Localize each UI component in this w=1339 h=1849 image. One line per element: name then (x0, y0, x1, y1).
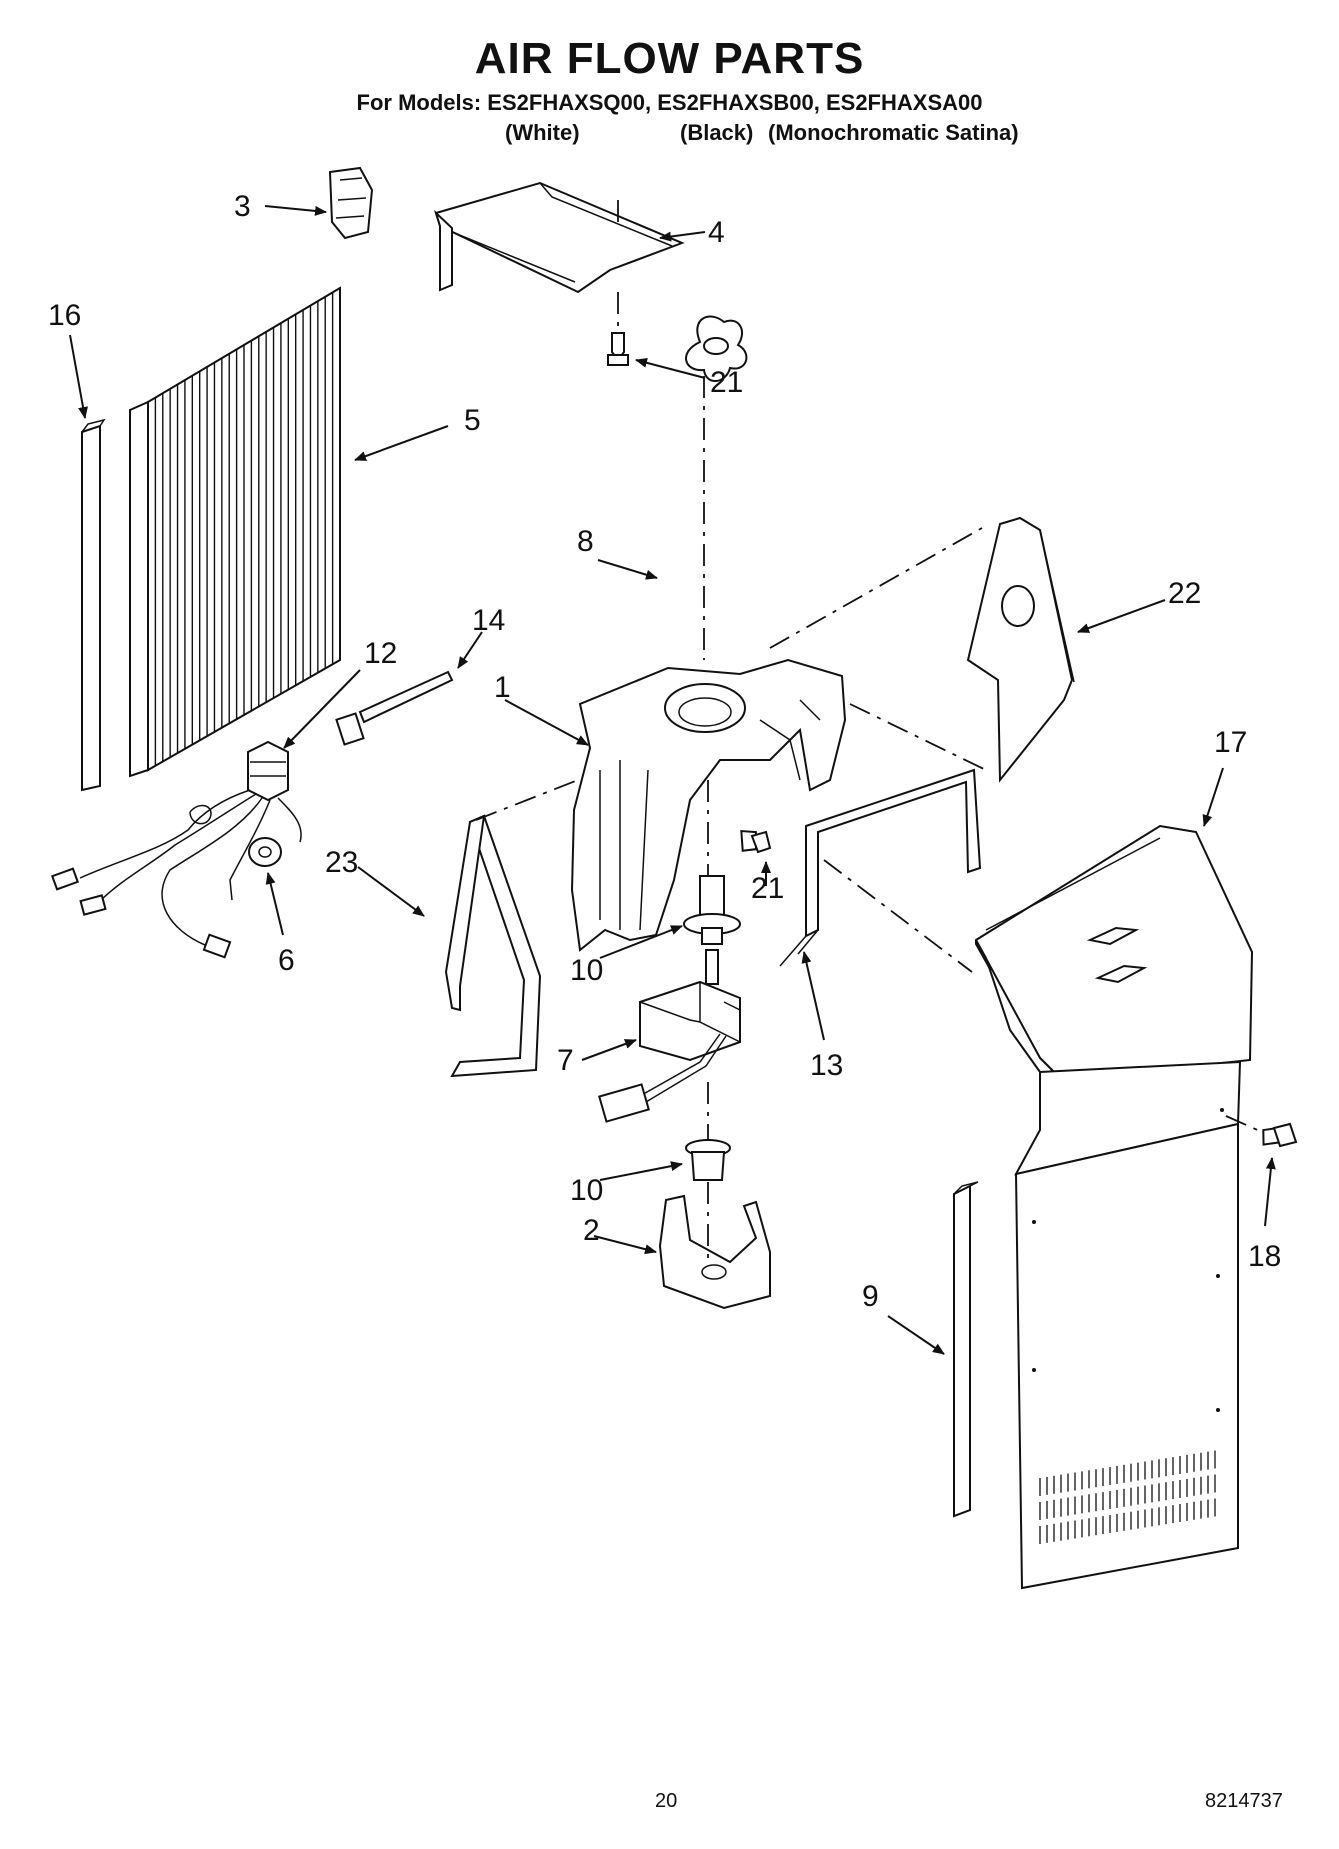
callout-2: 2 (583, 1214, 600, 1247)
part-9-strip (887, 1181, 979, 1518)
callout-16: 16 (48, 299, 81, 332)
callout-14: 14 (472, 604, 505, 637)
variant-white: (White) (505, 120, 580, 145)
callout-1: 1 (494, 671, 511, 704)
callout-12: 12 (364, 637, 397, 670)
part-4-tray (433, 181, 706, 294)
callout-3: 3 (234, 190, 251, 223)
part-13-bracket (779, 768, 982, 1041)
callout-8: 8 (577, 525, 594, 558)
part-12-wire-harness (50, 669, 361, 959)
page-title: AIR FLOW PARTS (474, 34, 865, 83)
page-number: 20 (655, 1790, 678, 1812)
callout-6: 6 (278, 944, 295, 977)
part-14-cable-tie (335, 631, 483, 746)
part-8-fan-blade (597, 315, 748, 580)
variant-black: (Black) (680, 120, 754, 145)
part-10-bushing-lower (599, 1139, 731, 1181)
part-16-strip (69, 334, 106, 792)
part-23-l-bracket (357, 814, 542, 1078)
callout-22: 22 (1168, 577, 1201, 610)
callout-5: 5 (464, 404, 481, 437)
part-7-motor (581, 949, 741, 1123)
part-10-bushing-upper (599, 875, 741, 959)
part-6-grommet (248, 837, 284, 936)
variant-monochromatic-satina: (Monochromatic Satina) (768, 120, 1019, 145)
callout-21-mid: 21 (751, 872, 784, 905)
callout-18: 18 (1248, 1240, 1281, 1273)
part-21-screw-mid (740, 829, 772, 886)
part-21-screw-top (607, 292, 706, 379)
callout-4: 4 (708, 216, 725, 249)
callout-9: 9 (862, 1280, 879, 1313)
callout-17: 17 (1214, 726, 1247, 759)
part-3-clip (264, 166, 374, 240)
callout-13: 13 (810, 1049, 843, 1082)
callout-10-lower: 10 (570, 1174, 603, 1207)
callout-labels: 1 2 3 4 5 6 7 8 9 10 10 12 13 14 16 17 1… (48, 190, 1281, 1313)
part-2-bracket (593, 1194, 771, 1310)
part-22-plate (966, 516, 1166, 783)
assembly-axis-lines (475, 376, 991, 1262)
part-1-fan-housing (504, 658, 847, 952)
callout-10-upper: 10 (570, 954, 603, 987)
part-5-panel (129, 286, 449, 778)
part-17-cover (975, 767, 1254, 1590)
part-18-screw (1225, 1115, 1298, 1227)
callout-23: 23 (325, 846, 358, 879)
callout-21-top: 21 (710, 366, 743, 399)
callout-7: 7 (557, 1044, 574, 1077)
models-line: For Models: ES2FHAXSQ00, ES2FHAXSB00, ES… (356, 90, 983, 115)
document-number: 8214737 (1205, 1790, 1283, 1812)
